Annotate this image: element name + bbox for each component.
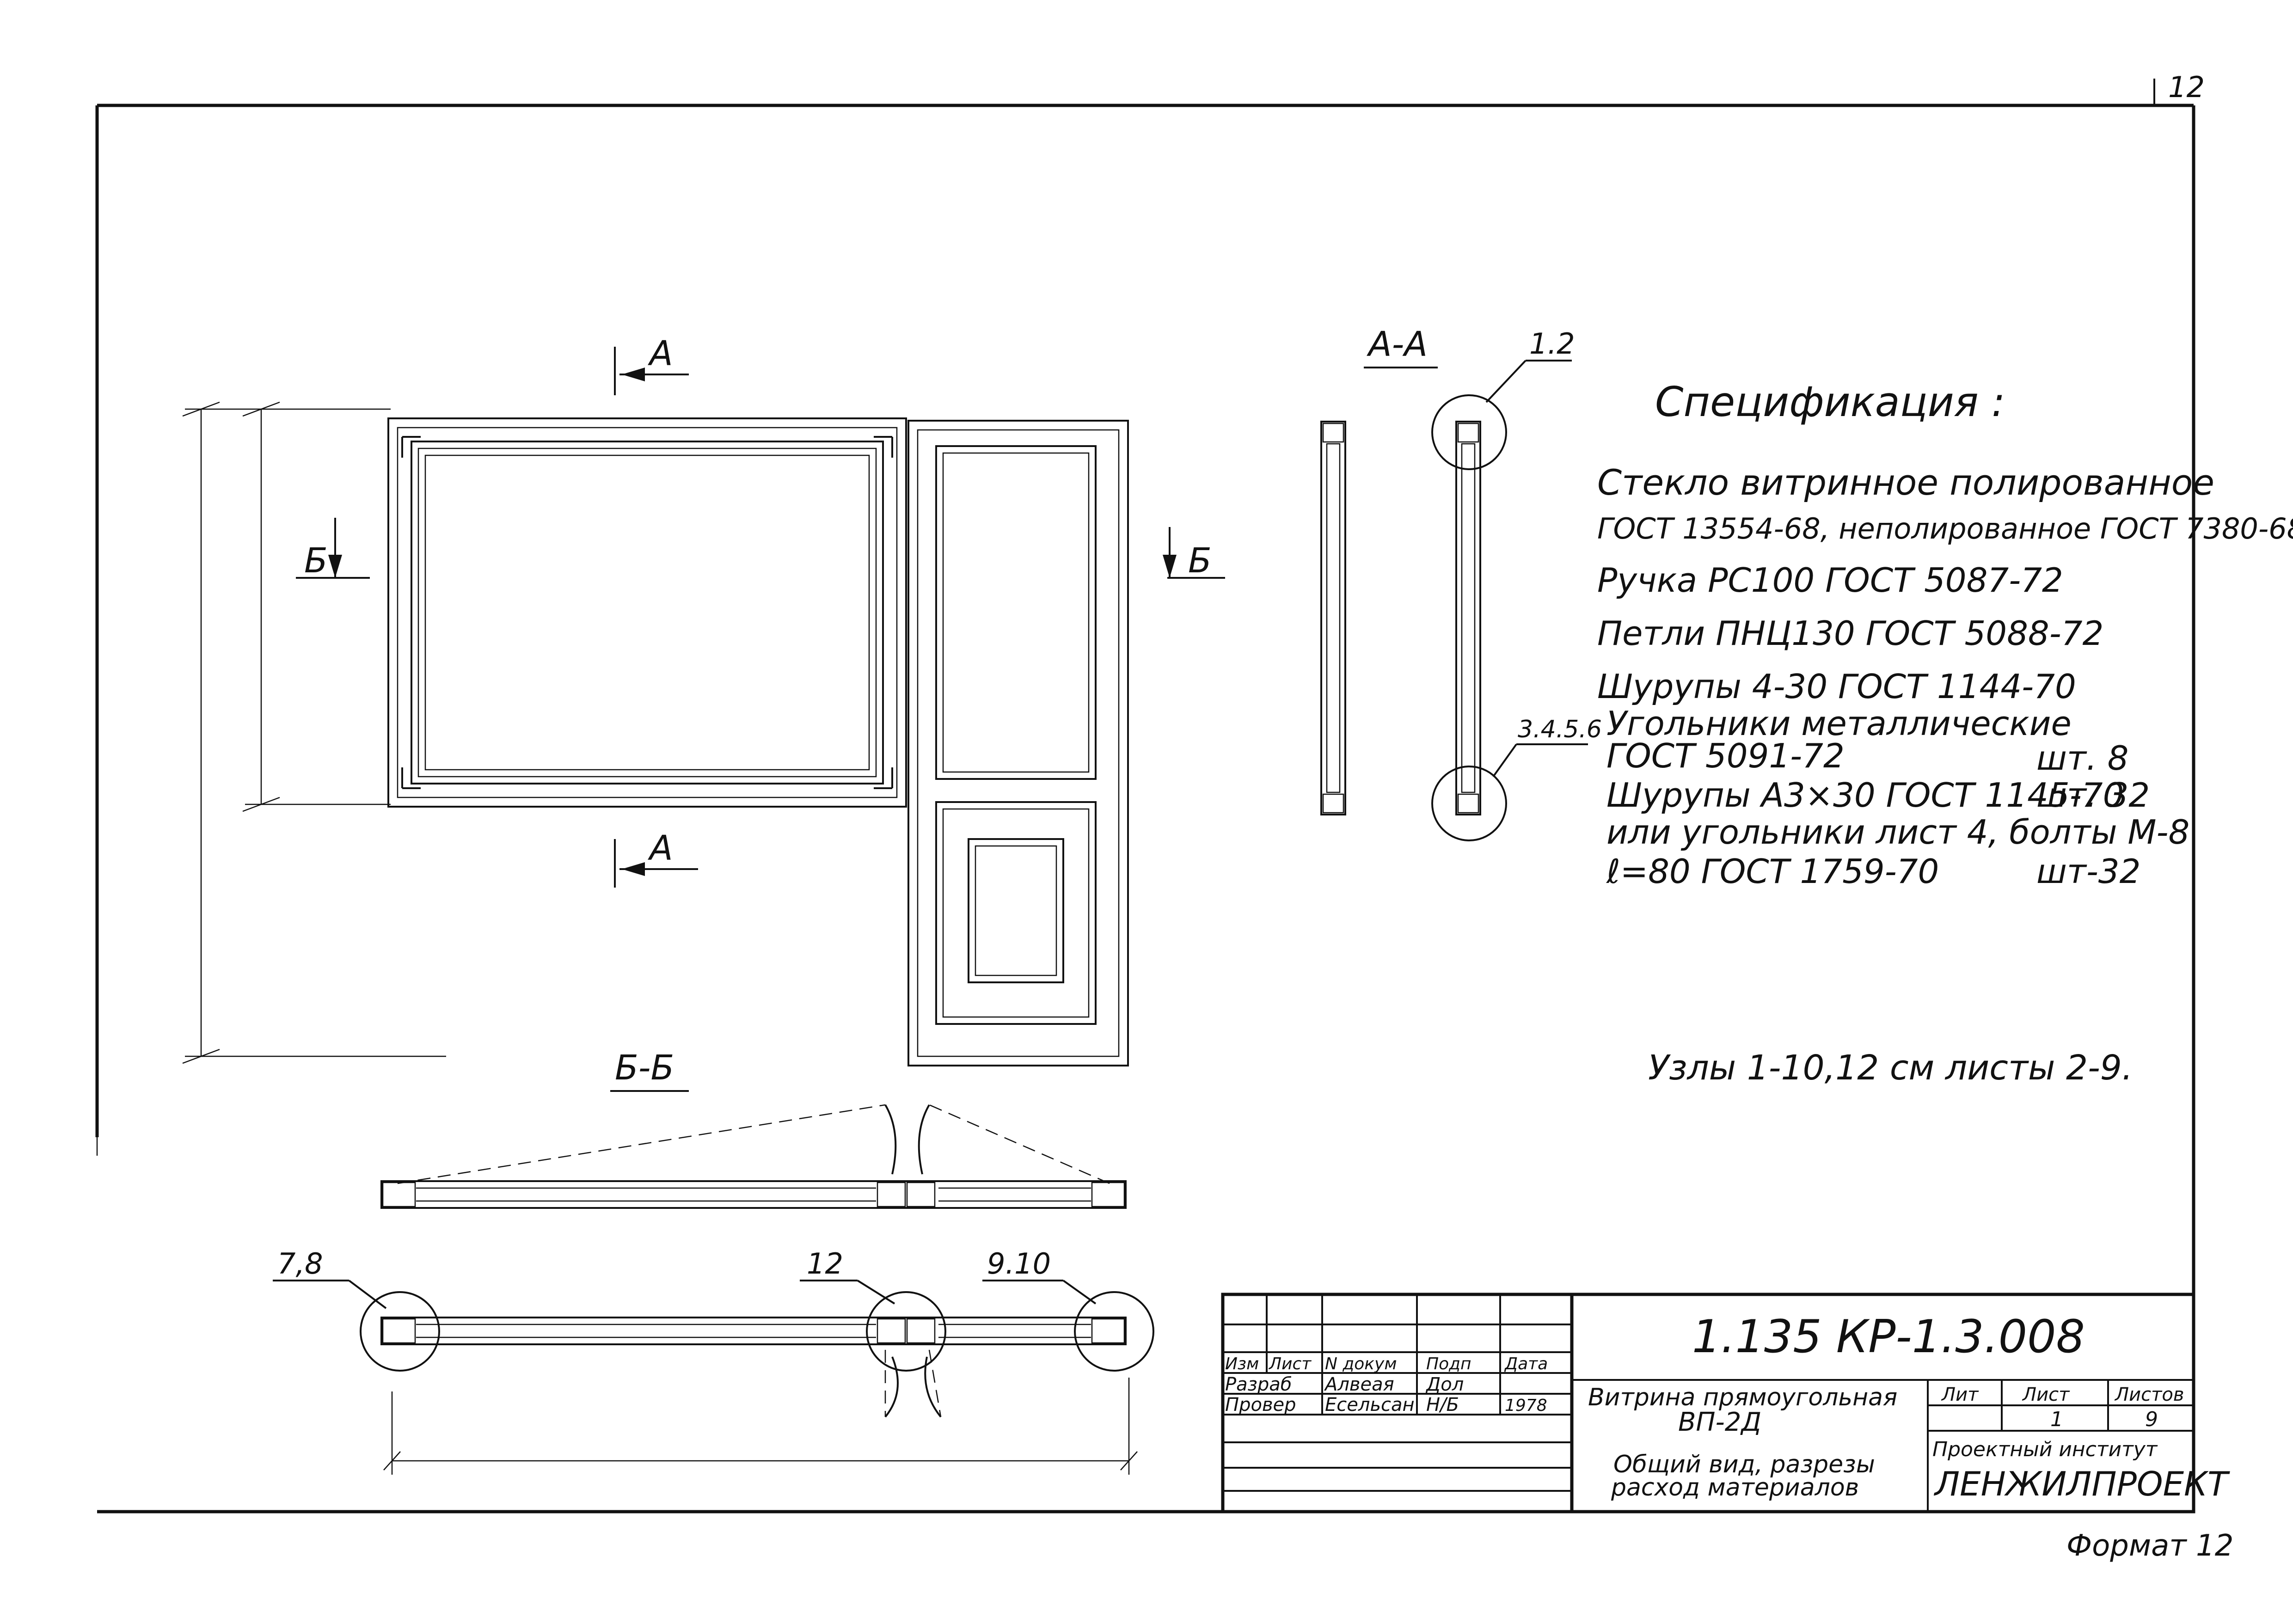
sheet-number: 12 (2168, 70, 2205, 104)
listov-label: Листов (2114, 1384, 2184, 1405)
sheet-desc-1: Общий вид, разрезы (1613, 1451, 1875, 1478)
section-a-bottom-label: А (648, 828, 673, 868)
spec-line: Шурупы 4-30 ГОСТ 1144-70 (1597, 667, 2076, 706)
overall-height-dimension (182, 401, 446, 1064)
lit-label: Лит (1941, 1384, 1979, 1405)
institute-name: ЛЕНЖИЛПРОЕКТ (1933, 1465, 2230, 1503)
section-b-right-marker (1163, 527, 1225, 579)
row-role: Разраб (1225, 1374, 1292, 1395)
spec-line: ℓ=80 ГОСТ 1759-70 (1606, 852, 1939, 891)
callout-12-bottom: 12 (807, 1247, 843, 1281)
callout-leader-78 (273, 1280, 387, 1309)
header-izm: Изм (1225, 1354, 1259, 1373)
nodes-note: Узлы 1-10,12 см листы 2-9. (1648, 1048, 2133, 1088)
callout-910: 9.10 (987, 1247, 1051, 1281)
section-bb-width-dimension (383, 1378, 1138, 1475)
spec-line: Угольники металлические (1606, 704, 2072, 743)
institute-label: Проектный институт (1932, 1438, 2158, 1461)
row-name: Есельсан (1325, 1394, 1415, 1416)
callout-12-top: 1.2 (1529, 327, 1575, 361)
row-name: Алвеая (1324, 1374, 1394, 1395)
spec-lines: Стекло витринное полированное ГОСТ 13554… (1597, 462, 2293, 891)
spec-line: ГОСТ 5091-72 (1606, 736, 1845, 775)
section-a-bottom-marker (614, 839, 698, 888)
section-a-top-label: А (648, 334, 673, 374)
spec-line: Стекло витринное полированное (1597, 462, 2214, 503)
row-role: Провер (1225, 1394, 1296, 1416)
section-aa-profile-left (1320, 421, 1346, 815)
listov-value: 9 (2145, 1408, 2158, 1431)
callout-78: 7,8 (277, 1247, 323, 1281)
spec-line: Ручка РС100 ГОСТ 5087-72 (1597, 561, 2063, 600)
spec-line: Петли ПНЦ130 ГОСТ 5088-72 (1597, 614, 2103, 653)
section-aa-profile-right (1431, 394, 1507, 841)
section-bb-lower-profile (360, 1291, 1154, 1418)
section-bb-upper-profile (380, 1104, 1127, 1209)
header-list: Лист (1268, 1354, 1312, 1373)
product-title: Витрина прямоугольная (1588, 1384, 1897, 1411)
callout-leader-3456 (1492, 743, 1588, 778)
callout-3456: 3.4.5.6 (1518, 716, 1602, 743)
header-data: Дата (1504, 1354, 1548, 1373)
callout-leader-12-bottom (800, 1280, 895, 1305)
section-aa-title: А-А (1367, 325, 1428, 364)
row-sign: Дол (1425, 1374, 1464, 1395)
window-panel (387, 417, 907, 808)
sheet-desc-2: расход материалов (1611, 1474, 1859, 1501)
title-block (1221, 1293, 2195, 1514)
spec-title: Спецификация : (1655, 378, 2005, 426)
row-date: 1978 (1505, 1396, 1547, 1415)
section-b-left-label: Б (304, 541, 328, 581)
row-sign: Н/Б (1426, 1394, 1459, 1416)
callout-leader-910 (982, 1280, 1097, 1305)
header-podp: Подп (1426, 1354, 1471, 1373)
spec-qty: шт-32 (2036, 852, 2140, 891)
spec-line: Шурупы А3×30 ГОСТ 1145-70 (1606, 776, 2124, 815)
section-a-top-marker (614, 347, 689, 395)
section-b-right-label: Б (1188, 541, 1212, 581)
document-code: 1.135 КР-1.3.008 (1692, 1311, 2085, 1363)
format-label: Формат 12 (2066, 1529, 2233, 1563)
spec-line: ГОСТ 13554-68, неполированное ГОСТ 7380-… (1597, 512, 2293, 545)
spec-qty: шт. 8 (2036, 739, 2128, 778)
spec-qty: шт. 32 (2036, 776, 2150, 815)
spec-line: или угольники лист 4, болты М-8 (1606, 813, 2189, 852)
door-panel (907, 420, 1129, 1066)
callout-leader-12-top (1485, 360, 1572, 403)
header-ndokum: N докум (1325, 1354, 1397, 1373)
product-code: ВП-2Д (1678, 1407, 1761, 1437)
section-b-left-marker (296, 518, 370, 579)
section-bb-title: Б-Б (615, 1048, 674, 1088)
list-value: 1 (2050, 1408, 2063, 1431)
list-label: Лист (2022, 1384, 2070, 1405)
